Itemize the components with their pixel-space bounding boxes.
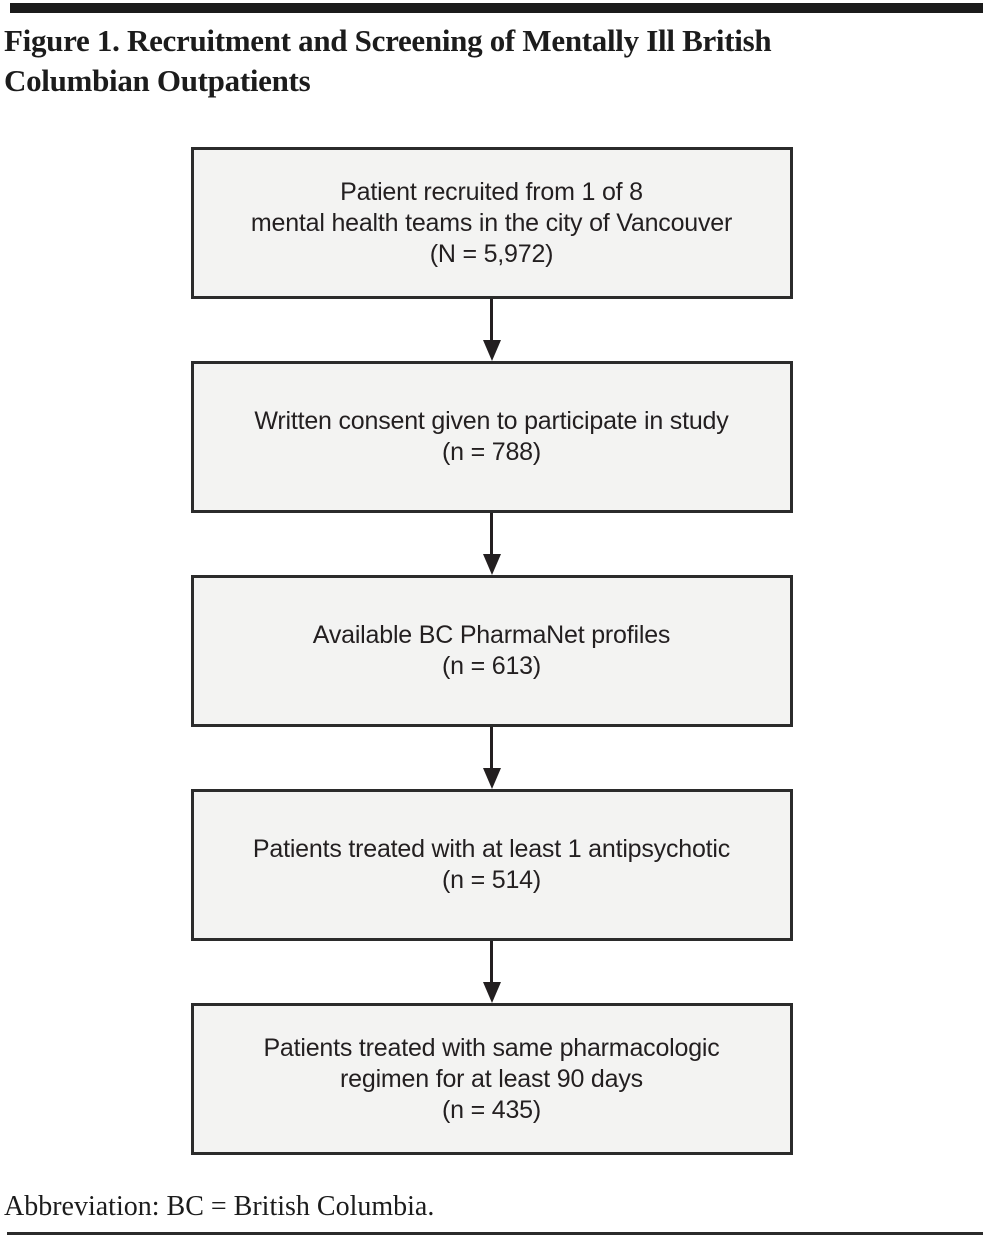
box-count: (n = 514) [442, 866, 541, 894]
flow-box-recruited: Patient recruited from 1 of 8 mental hea… [190, 147, 793, 299]
box-text-line: Written consent given to participate in … [254, 407, 729, 435]
box-text-line: Patients treated with at least 1 antipsy… [252, 835, 731, 863]
box-count: (N = 5,972) [429, 239, 554, 268]
flow-arrow [482, 941, 501, 1003]
box-count: (n = 613) [442, 652, 541, 680]
flow-box-antipsychotic: Patients treated with at least 1 antipsy… [190, 789, 793, 941]
box-text-line: Patients treated with same pharmacologic [263, 1033, 720, 1062]
arrow-down-icon [482, 340, 501, 361]
arrow-down-icon [482, 554, 501, 575]
box-text-line: Patient recruited from 1 of 8 [340, 177, 643, 206]
flowchart: Patient recruited from 1 of 8 mental hea… [0, 147, 983, 1155]
box-text-line: regimen for at least 90 days [340, 1064, 643, 1093]
arrow-line [490, 727, 493, 769]
arrow-line [490, 941, 493, 983]
flow-box-consent: Written consent given to participate in … [190, 361, 793, 513]
box-count: (n = 788) [442, 438, 541, 466]
flow-arrow [482, 513, 501, 575]
arrow-line [490, 299, 493, 341]
top-rule [10, 3, 983, 13]
flow-box-pharmanet: Available BC PharmaNet profiles (n = 613… [190, 575, 793, 727]
arrow-down-icon [482, 982, 501, 1003]
figure-title: Figure 1. Recruitment and Screening of M… [4, 23, 772, 98]
box-count: (n = 435) [442, 1095, 541, 1124]
flow-arrow [482, 727, 501, 789]
abbreviation-note: Abbreviation: BC = British Columbia. [4, 1191, 435, 1222]
bottom-rule [7, 1232, 983, 1235]
arrow-line [490, 513, 493, 555]
box-text-line: Available BC PharmaNet profiles [312, 621, 671, 649]
arrow-down-icon [482, 768, 501, 789]
flow-arrow [482, 299, 501, 361]
box-text-line: mental health teams in the city of Vanco… [250, 208, 733, 237]
flow-box-same-regimen: Patients treated with same pharmacologic… [190, 1003, 793, 1155]
